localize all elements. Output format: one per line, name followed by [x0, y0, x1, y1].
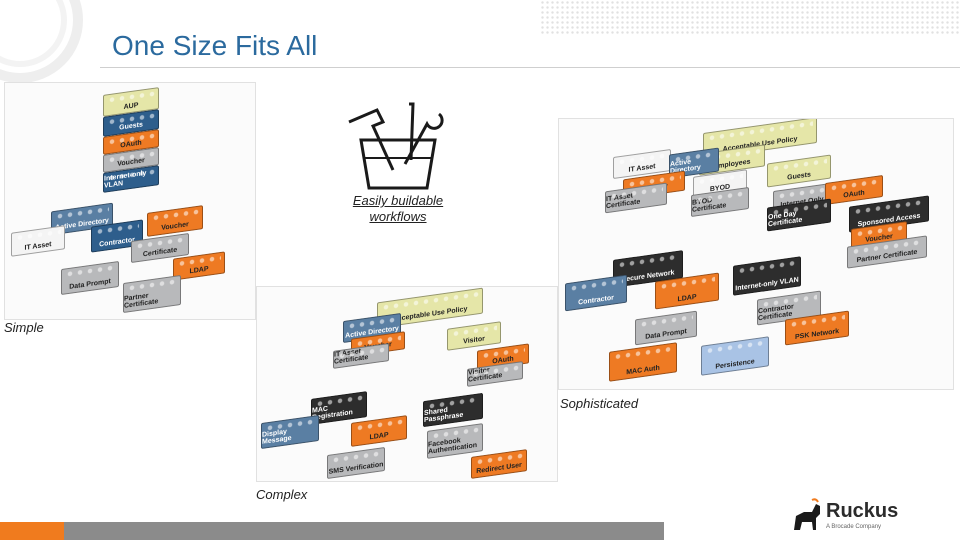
dot-pattern [540, 0, 960, 36]
sophisticated-workflow-image: Acceptable Use Policy Employees IT Asset… [558, 118, 954, 390]
logo-tagline: A Brocade Company [826, 524, 882, 530]
brick: Guests [767, 154, 831, 188]
brick: Shared Passphrase [423, 392, 483, 428]
title-divider [100, 67, 960, 68]
brick: Redirect User [471, 449, 527, 479]
logo-wordmark: Ruckus [826, 500, 899, 522]
simple-label: Simple [4, 320, 44, 335]
brick: OAuth [825, 174, 883, 206]
sophisticated-label: Sophisticated [560, 396, 639, 411]
complex-label: Complex [256, 487, 308, 502]
simple-workflow-image: AUP Guests OAuth Voucher Internet-only V… [4, 82, 256, 320]
dog-logo-icon [794, 498, 820, 530]
footer-bar [64, 522, 664, 540]
brick: IT Asset Certificate [333, 343, 389, 369]
brick: MAC Auth [609, 342, 677, 382]
brick: Partner Certificate [123, 274, 181, 314]
brick: Visitor Certificate [467, 361, 523, 387]
brick: Facebook Authentication [427, 423, 483, 459]
toolbox-icon [343, 100, 453, 194]
corner-arc-graphic [0, 0, 90, 90]
brick: Persistence [701, 336, 769, 376]
brick: IT Asset Certificate [605, 182, 667, 214]
brick: LDAP [351, 415, 407, 447]
ruckus-logo: Ruckus A Brocade Company [790, 496, 910, 536]
brick: Data Prompt [635, 310, 697, 346]
brick: Internet-only VLAN [733, 256, 801, 296]
brick: Voucher [147, 205, 203, 237]
complex-workflow-image: Acceptable Use Policy Active Directory V… [256, 286, 558, 482]
footer-accent-bar [0, 522, 64, 540]
brick: Contractor [565, 274, 627, 312]
toolbox-caption: Easily buildable workflows [352, 193, 444, 224]
brick: MAC Registration [311, 391, 367, 425]
brick: Data Prompt [61, 260, 119, 296]
brick: IT Asset [11, 225, 65, 257]
brick: SMS Verification [327, 446, 385, 480]
brick: Visitor [447, 321, 501, 351]
brick: Display Message [261, 414, 319, 450]
page-title: One Size Fits All [112, 30, 318, 61]
